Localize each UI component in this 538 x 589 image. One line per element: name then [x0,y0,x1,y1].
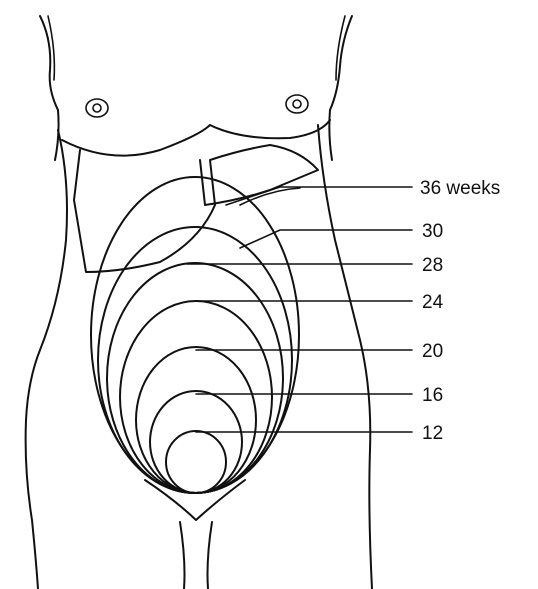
ellipse-12-weeks [166,431,226,493]
pelvis-outline [145,480,245,589]
torso-outline [26,16,372,589]
liver-outline [74,145,318,272]
label-12: 12 [422,423,443,444]
right-nipple [286,95,308,113]
leader-30 [240,230,412,248]
left-thigh-inner [180,522,185,589]
ellipse-24-weeks [120,301,272,493]
chest-details [62,95,330,156]
label-20: 20 [422,341,443,362]
week-labels: 36 weeks 30 28 24 20 16 12 [420,178,500,444]
ellipse-16-weeks [150,391,242,493]
label-16: 16 [422,385,443,406]
leader-lines [187,187,412,432]
left-side-line [26,130,67,589]
organ-outlines [74,145,318,272]
fundal-ellipses [91,177,299,493]
label-28: 28 [422,255,443,276]
right-thigh-inner [208,522,213,589]
label-24: 24 [422,292,444,313]
ellipse-28-weeks [107,263,283,493]
left-breast-line [62,125,210,156]
left-shoulder-line [40,16,59,160]
left-nipple-inner [93,104,101,112]
ellipse-36-weeks [91,177,299,493]
label-30: 30 [422,221,443,242]
leader-36-weeks [226,187,412,205]
right-breast-line [210,120,330,138]
right-nipple-inner [293,100,301,108]
pubic-curve [145,480,245,520]
left-nipple [86,99,108,117]
label-36-weeks: 36 weeks [420,178,500,199]
right-side-line [318,125,372,589]
